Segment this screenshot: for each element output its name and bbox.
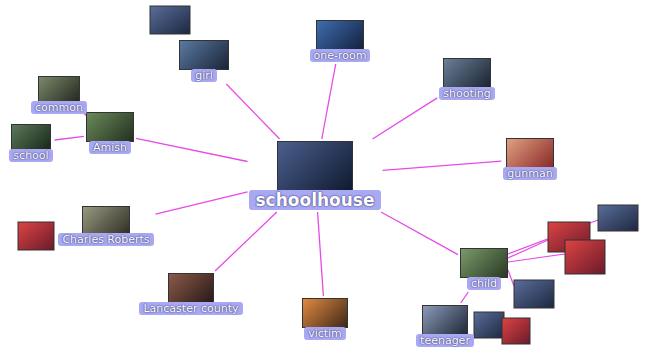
topic-label: Charles Roberts (58, 233, 153, 246)
video-thumbnail (443, 58, 491, 88)
video-thumbnail (506, 138, 554, 168)
video-thumbnail (422, 305, 468, 335)
topic-label: child (467, 277, 501, 290)
topic-link (226, 84, 279, 139)
topic-node: shooting (439, 58, 495, 100)
topic-link (136, 138, 247, 161)
topic-node: victim (302, 298, 348, 340)
video-thumbnail (86, 112, 134, 142)
topic-link (55, 136, 84, 140)
topic-node: gunman (503, 138, 556, 180)
topic-label: girl (191, 69, 217, 82)
topic-node: child (460, 248, 508, 290)
topic-link (381, 212, 458, 255)
video-thumbnail (179, 40, 229, 70)
topic-link (461, 292, 469, 303)
topic-node: Amish (86, 112, 134, 154)
topic-node: schoolhouse (249, 141, 380, 210)
topic-label: shooting (439, 87, 495, 100)
video-thumbnail (460, 248, 508, 278)
topic-link (156, 192, 248, 214)
video-thumbnail (82, 206, 130, 234)
topic-node: teenager (416, 305, 474, 347)
topic-node: one-room (310, 20, 371, 62)
topic-node: common (31, 76, 87, 114)
topic-label: schoolhouse (249, 190, 380, 210)
topic-label: victim (304, 327, 346, 340)
video-thumbnail (38, 76, 80, 102)
topic-link (372, 98, 437, 139)
topic-node: girl (179, 40, 229, 82)
topic-link (318, 212, 324, 296)
video-thumbnail (316, 20, 364, 50)
topic-label: one-room (310, 49, 371, 62)
topic-node: school (9, 124, 52, 162)
topic-label: teenager (416, 334, 474, 347)
video-thumbnail (11, 124, 51, 150)
topic-node: Charles Roberts (58, 206, 153, 246)
topic-label: school (9, 149, 52, 162)
extra-thumbnails (18, 6, 638, 344)
topic-label: gunman (503, 167, 556, 180)
topic-label: Amish (89, 141, 131, 154)
video-thumbnail (302, 298, 348, 328)
topic-link (383, 161, 502, 170)
topic-link (322, 64, 336, 139)
topic-node: Lancaster county (139, 273, 242, 315)
topic-label: common (31, 101, 87, 114)
topic-label: Lancaster county (139, 302, 242, 315)
video-thumbnail (168, 273, 214, 303)
video-thumbnail (277, 141, 353, 191)
topic-link (215, 212, 277, 271)
